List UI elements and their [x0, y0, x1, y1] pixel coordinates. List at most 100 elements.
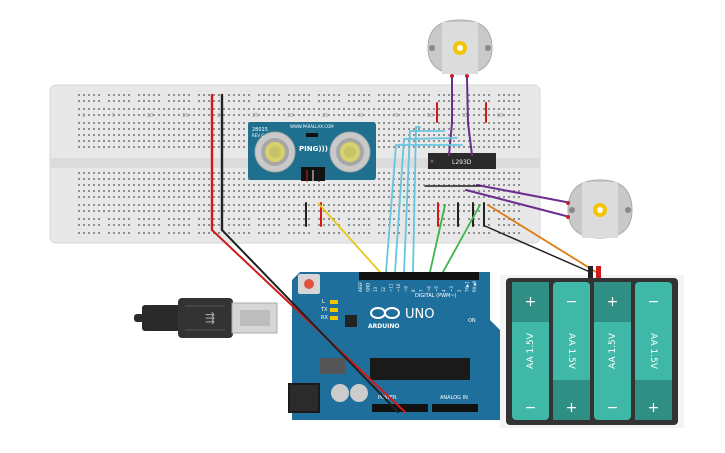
breadboard-hole: [163, 184, 165, 186]
col-num: 40: [357, 113, 363, 119]
breadboard-hole: [308, 190, 310, 192]
breadboard-hole: [168, 146, 170, 148]
breadboard-hole: [213, 134, 215, 136]
breadboard-hole: [308, 184, 310, 186]
breadboard-hole: [253, 190, 255, 192]
breadboard-hole: [498, 204, 500, 206]
breadboard-hole: [128, 140, 130, 142]
breadboard-hole: [268, 210, 270, 212]
breadboard-hole: [228, 232, 230, 234]
breadboard-hole: [83, 94, 85, 96]
breadboard-hole: [143, 210, 145, 212]
breadboard-hole: [513, 190, 515, 192]
breadboard-hole: [258, 108, 260, 110]
breadboard-hole: [498, 146, 500, 148]
breadboard-hole: [118, 210, 120, 212]
breadboard-hole: [428, 196, 430, 198]
breadboard-hole: [478, 178, 480, 180]
breadboard-hole: [508, 204, 510, 206]
breadboard-hole: [473, 108, 475, 110]
breadboard-hole: [378, 114, 380, 116]
breadboard-hole: [118, 134, 120, 136]
breadboard-hole: [513, 224, 515, 226]
breadboard-hole: [183, 204, 185, 206]
breadboard-hole: [438, 94, 440, 96]
breadboard-hole: [443, 172, 445, 174]
breadboard-hole: [138, 218, 140, 220]
breadboard-hole: [298, 218, 300, 220]
breadboard-hole: [408, 178, 410, 180]
breadboard-hole: [383, 140, 385, 142]
breadboard-hole: [448, 232, 450, 234]
breadboard-hole: [198, 94, 200, 96]
breadboard-hole: [143, 172, 145, 174]
breadboard-hole: [128, 204, 130, 206]
breadboard-hole: [408, 114, 410, 116]
breadboard-hole: [108, 178, 110, 180]
breadboard-hole: [503, 134, 505, 136]
breadboard-hole: [463, 210, 465, 212]
breadboard-hole: [138, 140, 140, 142]
breadboard-hole: [188, 140, 190, 142]
breadboard-hole: [78, 210, 80, 212]
breadboard-hole: [78, 94, 80, 96]
breadboard-hole: [453, 224, 455, 226]
breadboard-hole: [433, 210, 435, 212]
breadboard-hole: [398, 100, 400, 102]
breadboard-hole: [153, 122, 155, 124]
breadboard-hole: [473, 114, 475, 116]
breadboard-hole: [303, 204, 305, 206]
breadboard-hole: [78, 146, 80, 148]
breadboard-hole: [423, 134, 425, 136]
breadboard-hole: [383, 172, 385, 174]
breadboard-hole: [113, 218, 115, 220]
breadboard-hole: [473, 100, 475, 102]
breadboard-hole: [138, 190, 140, 192]
breadboard-hole: [443, 146, 445, 148]
breadboard-hole: [448, 122, 450, 124]
breadboard-hole: [503, 128, 505, 130]
breadboard-hole: [403, 204, 405, 206]
breadboard-hole: [478, 114, 480, 116]
breadboard-hole: [333, 108, 335, 110]
breadboard-hole: [133, 134, 135, 136]
breadboard-hole: [118, 94, 120, 96]
green-wires: [429, 204, 481, 273]
breadboard-hole: [138, 134, 140, 136]
breadboard-hole: [143, 128, 145, 130]
battery-top-sign: −: [566, 294, 578, 310]
dc-motor-top: [427, 19, 493, 78]
breadboard-hole: [108, 172, 110, 174]
breadboard-hole: [278, 114, 280, 116]
breadboard-hole: [383, 128, 385, 130]
breadboard-hole: [178, 134, 180, 136]
breadboard-hole: [303, 114, 305, 116]
breadboard-hole: [293, 114, 295, 116]
breadboard-hole: [83, 140, 85, 142]
breadboard-hole: [98, 178, 100, 180]
breadboard-hole: [108, 100, 110, 102]
breadboard-hole: [338, 224, 340, 226]
breadboard-hole: [298, 100, 300, 102]
breadboard-hole: [163, 114, 165, 116]
breadboard-hole: [453, 134, 455, 136]
breadboard-hole: [408, 108, 410, 110]
breadboard-hole: [113, 128, 115, 130]
breadboard-hole: [188, 190, 190, 192]
breadboard-hole: [348, 204, 350, 206]
breadboard-hole: [378, 146, 380, 148]
breadboard-hole: [263, 224, 265, 226]
breadboard-hole: [248, 114, 250, 116]
breadboard-hole: [118, 122, 120, 124]
breadboard-hole: [513, 114, 515, 116]
breadboard-hole: [303, 94, 305, 96]
breadboard-hole: [403, 190, 405, 192]
led-on: ON: [468, 318, 476, 324]
col-num: 50: [427, 113, 433, 119]
sensor-rev: REV C: [252, 133, 264, 138]
breadboard-hole: [233, 172, 235, 174]
breadboard-hole: [163, 204, 165, 206]
breadboard-hole: [413, 100, 415, 102]
breadboard-hole: [223, 172, 225, 174]
breadboard-hole: [268, 232, 270, 234]
